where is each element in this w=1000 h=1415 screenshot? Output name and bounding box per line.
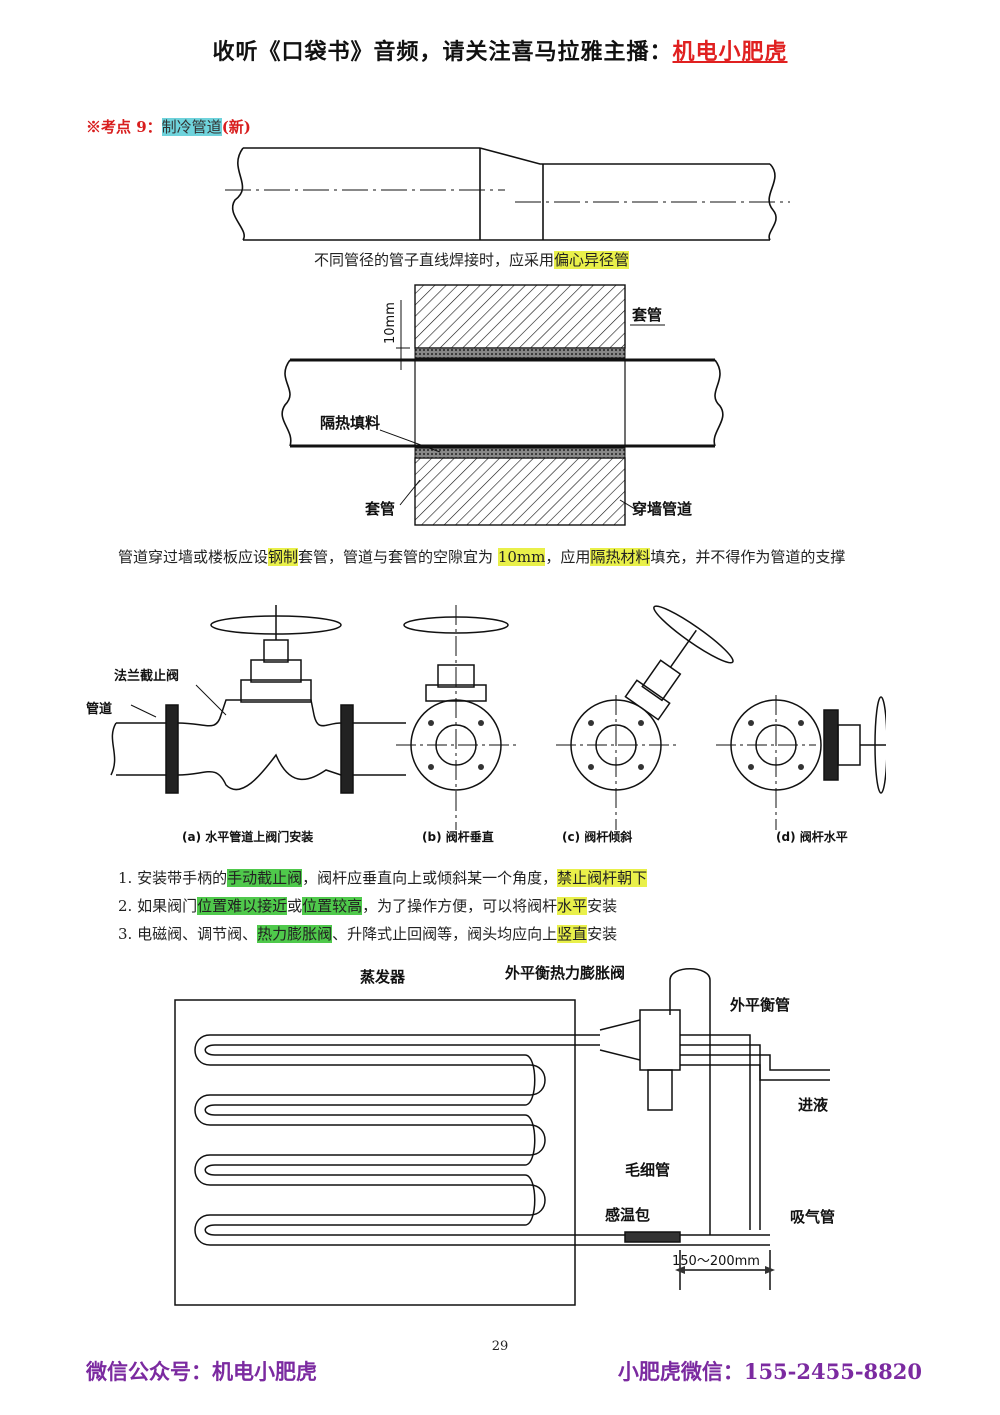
valve-rule-3: 3. 电磁阀、调节阀、热力膨胀阀、升降式止回阀等，阀头均应向上竖直安装 — [118, 920, 647, 948]
rule-highlight-yellow: 禁止阀杆朝下 — [557, 869, 648, 887]
rule-highlight-yellow: 水平 — [557, 897, 588, 915]
wall-label-through-pipe: 穿墙管道 — [632, 500, 692, 518]
wall-paragraph-part: ，应用 — [545, 548, 591, 566]
valve-caption-b: (b) 阀杆垂直 — [422, 829, 494, 844]
rule-text: 3. 电磁阀、调节阀、 — [118, 925, 258, 943]
evap-label-bulb: 感温包 — [605, 1206, 650, 1224]
wall-label-gap: 10mm — [383, 302, 398, 344]
eccentric-reducer-diagram — [225, 147, 790, 241]
evap-label-expansion-valve: 外平衡热力膨胀阀 — [504, 964, 625, 982]
wall-paragraph-part: 管道穿过墙或楼板应设 — [118, 548, 269, 566]
evap-label-liquid-in: 进液 — [798, 1096, 829, 1114]
valve-label-flange-valve: 法兰截止阀 — [114, 668, 179, 684]
rule-highlight-green: 手动截止阀 — [227, 869, 303, 887]
rule-text: 、升降式止回阀等，阀头均应向上 — [332, 925, 558, 943]
section-topic: 制冷管道 — [161, 118, 222, 136]
weld-caption-highlight: 偏心异径管 — [554, 251, 630, 269]
evap-label-suction: 吸气管 — [790, 1208, 835, 1226]
evap-label-evaporator: 蒸发器 — [360, 968, 406, 986]
evap-label-balance-pipe: 外平衡管 — [729, 996, 790, 1014]
valve-caption-c: (c) 阀杆倾斜 — [562, 829, 632, 844]
wall-label-sleeve-bottom: 套管 — [364, 500, 395, 518]
rule-text: ，阀杆应垂直向上或倾斜某一个角度， — [302, 869, 558, 887]
wall-paragraph-highlight: 10mm — [497, 548, 546, 566]
rule-text: 或 — [287, 897, 303, 915]
wall-label-sleeve-top: 套管 — [631, 306, 662, 324]
section-marker: ※考点 9： — [86, 118, 162, 136]
wall-paragraph-highlight: 隔热材料 — [590, 548, 651, 566]
evap-label-distance: 150～200mm — [672, 1254, 760, 1269]
wall-paragraph-part: 填充，并不得作为管道的支撑 — [650, 548, 846, 566]
valve-rule-2: 2. 如果阀门位置难以接近或位置较高，为了操作方便，可以将阀杆水平安装 — [118, 892, 647, 920]
rule-text: 安装 — [587, 925, 618, 943]
footer-left: 微信公众号：机电小肥虎 — [86, 1359, 317, 1384]
rule-text: 2. 如果阀门 — [118, 897, 198, 915]
valve-installation-diagram: 法兰截止阀 管道 (a) 水平管道上阀门安装 (b) 阀杆垂直 (c) 阀杆倾斜… — [86, 605, 886, 844]
wall-paragraph: 管道穿过墙或楼板应设钢制套管，管道与套管的空隙宜为 10mm，应用隔热材料填充，… — [86, 543, 926, 571]
rule-highlight-green: 位置较高 — [302, 897, 363, 915]
header-prefix: 收听《口袋书》音频，请关注喜马拉雅主播： — [212, 39, 673, 65]
rule-highlight-yellow: 竖直 — [557, 925, 588, 943]
page-number: 29 — [491, 1339, 509, 1354]
valve-label-pipe: 管道 — [86, 701, 112, 717]
wall-sleeve-diagram: 10mm 套管 隔热填料 套管 穿墙管道 — [281, 284, 724, 526]
rule-text: 1. 安装带手柄的 — [118, 869, 228, 887]
section-title: ※考点 9：制冷管道(新) — [86, 116, 251, 137]
rule-text: 安装 — [587, 897, 618, 915]
evaporator-diagram: 蒸发器 外平衡热力膨胀阀 外平衡管 进液 毛细管 感温包 吸气管 150～200… — [174, 964, 835, 1306]
wall-label-insulation: 隔热填料 — [320, 414, 380, 432]
rule-highlight-green: 位置难以接近 — [197, 897, 288, 915]
valve-caption-a: (a) 水平管道上阀门安装 — [182, 829, 313, 844]
footer-right: 小肥虎微信：155-2455-8820 — [617, 1359, 922, 1384]
weld-caption-text: 不同管径的管子直线焊接时，应采用 — [314, 251, 555, 269]
header-brand-link[interactable]: 机电小肥虎 — [672, 39, 788, 65]
wall-paragraph-part: 套管，管道与套管的空隙宜为 — [298, 548, 498, 566]
rule-highlight-green: 热力膨胀阀 — [257, 925, 333, 943]
valve-caption-d: (d) 阀杆水平 — [776, 829, 848, 844]
page-header: 收听《口袋书》音频，请关注喜马拉雅主播：机电小肥虎 — [0, 34, 1000, 66]
evap-label-capillary: 毛细管 — [625, 1161, 670, 1179]
wall-paragraph-highlight: 钢制 — [268, 548, 299, 566]
section-tag: (新) — [221, 118, 251, 136]
weld-caption: 不同管径的管子直线焊接时，应采用偏心异径管 — [314, 249, 630, 270]
valve-rule-1: 1. 安装带手柄的手动截止阀，阀杆应垂直向上或倾斜某一个角度，禁止阀杆朝下 — [118, 864, 648, 892]
rule-text: ，为了操作方便，可以将阀杆 — [362, 897, 558, 915]
valve-rules-list: 1. 安装带手柄的手动截止阀，阀杆应垂直向上或倾斜某一个角度，禁止阀杆朝下 2.… — [118, 864, 648, 948]
